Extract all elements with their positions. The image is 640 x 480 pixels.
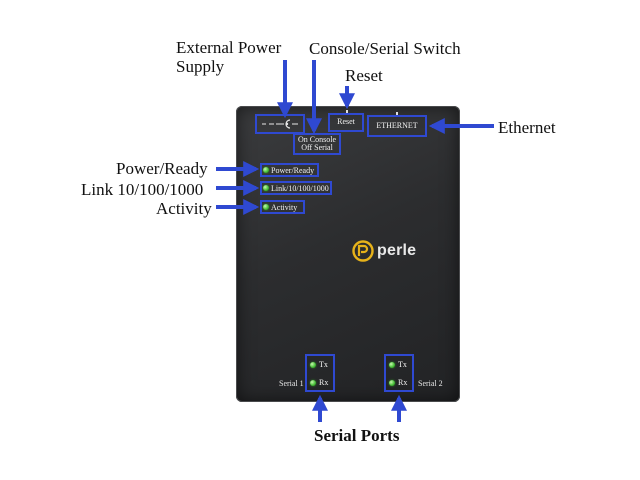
serial1-tx-label: Tx (319, 360, 328, 369)
serial-1-label: Serial 1 (279, 379, 304, 388)
serial-2-label: Serial 2 (418, 379, 443, 388)
callout-external-power: External Power Supply (176, 38, 282, 76)
console-label-line2: Off Serial (301, 143, 333, 152)
callout-ethernet: Ethernet (498, 118, 556, 137)
serial1-rx-label: Rx (319, 378, 329, 387)
callout-power-ready: Power/Ready (116, 159, 208, 178)
reset-label: Reset (337, 117, 355, 127)
serial-port-1-box (305, 354, 335, 392)
perle-logo-icon (352, 240, 374, 262)
ethernet-port[interactable]: ETHERNET (367, 115, 427, 137)
activity-led (263, 204, 269, 210)
callout-console-switch: Console/Serial Switch (309, 39, 461, 58)
serial2-rx-label: Rx (398, 378, 408, 387)
link-box (260, 181, 332, 195)
callout-serial-ports: Serial Ports (314, 426, 400, 445)
ethernet-indicator (396, 112, 398, 115)
serial1-tx-led (310, 362, 316, 368)
dc-power-icon (262, 119, 298, 129)
serial2-rx-led (389, 380, 395, 386)
perle-logo-text: perle (377, 242, 417, 259)
activity-label: Activity (271, 203, 298, 212)
callout-reset: Reset (345, 66, 383, 85)
reset-pinhole (346, 110, 348, 113)
serial2-tx-led (389, 362, 395, 368)
callout-link: Link 10/100/1000 (81, 180, 204, 199)
power-ready-box (260, 163, 319, 177)
link-label: Link/10/100/1000 (271, 184, 329, 193)
activity-box (260, 200, 305, 214)
perle-logo: perle (352, 240, 416, 262)
serial2-tx-label: Tx (398, 360, 407, 369)
device-body (236, 106, 460, 402)
console-label-line1: On Console (298, 134, 336, 144)
callout-activity: Activity (156, 199, 212, 218)
serial-port-2-box (384, 354, 414, 392)
power-ready-led (263, 167, 269, 173)
link-led (263, 185, 269, 191)
reset-button[interactable]: Reset (328, 113, 364, 132)
power-ready-label: Power/Ready (271, 166, 315, 175)
ethernet-label: ETHERNET (376, 120, 418, 130)
serial1-rx-led (310, 380, 316, 386)
